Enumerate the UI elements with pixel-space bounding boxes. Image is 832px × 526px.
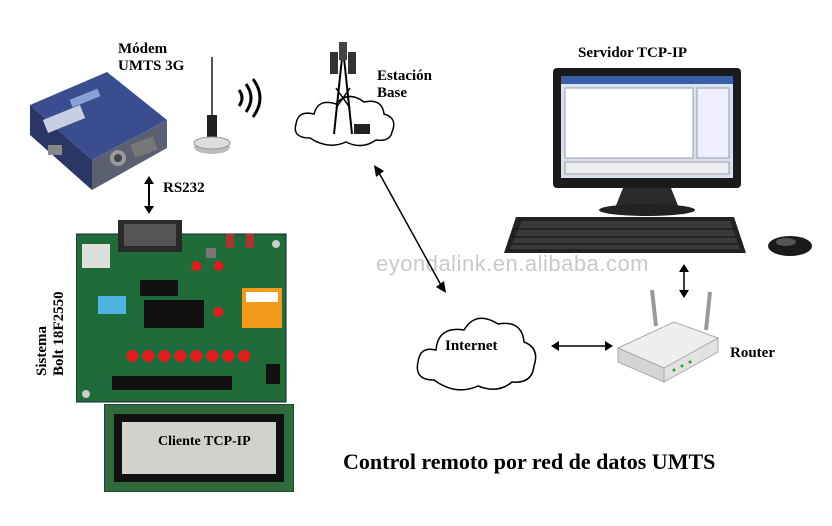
base-station-label: Estación Base: [377, 68, 433, 101]
bolt-board: [76, 214, 288, 404]
server-label: Servidor TCP-IP: [578, 45, 688, 61]
rs232-label: RS232: [163, 180, 205, 196]
watermark: eyondalink.en.alibaba.com: [376, 251, 650, 276]
server-keyboard: [502, 215, 748, 255]
router-device: [614, 286, 724, 386]
base-station-icon: [292, 38, 402, 158]
diagram-title: Control remoto por red de datos UMTS: [343, 449, 716, 474]
wireless-signal-icon: [235, 78, 265, 118]
internet-label: Internet: [445, 338, 498, 354]
server-mouse: [766, 232, 814, 258]
antenna-icon: [190, 55, 240, 160]
lcd-display: [104, 404, 294, 492]
internet-cloud: [412, 296, 542, 396]
base-internet-arrow: [372, 165, 448, 293]
router-server-arrow: [677, 264, 691, 298]
lcd-label: Cliente TCP-IP: [158, 434, 251, 449]
system-label: Sistema Bolt 18F2550: [34, 291, 67, 376]
internet-router-arrow: [551, 339, 613, 353]
modem-label: Módem UMTS 3G: [118, 41, 185, 74]
server-monitor: [553, 68, 743, 218]
router-label: Router: [730, 345, 775, 361]
rs232-arrow: [141, 176, 157, 214]
modem-device: [22, 60, 172, 200]
